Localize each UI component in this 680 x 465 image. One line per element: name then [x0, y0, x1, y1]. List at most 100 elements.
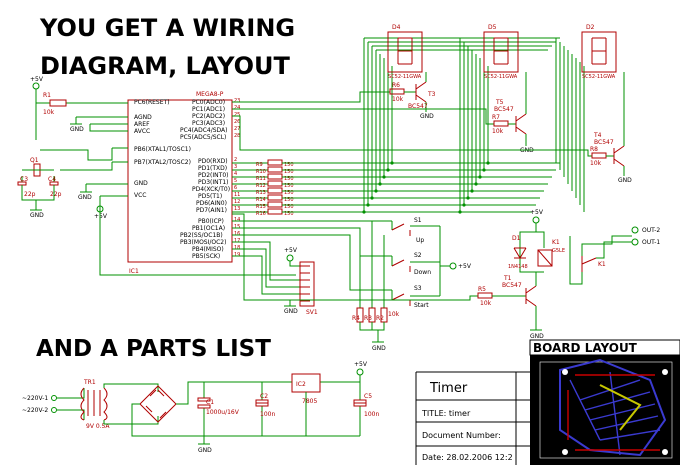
display-bus-dots	[362, 161, 490, 214]
seg-resistor-value: 150	[284, 169, 294, 175]
seg-resistor-ref: R15	[256, 204, 266, 210]
segment-resistors: R9 R10 R11 R12 R13 R14 R15 R16 150 150 1…	[232, 159, 560, 217]
ic1-pin-number: 25	[234, 112, 240, 118]
ic1-pin-label: PD0(RXD)	[198, 158, 228, 165]
board-layout-inset: BOARD LAYOUT	[529, 339, 680, 465]
seg-resistor-value: 150	[284, 162, 294, 168]
pulldown-ref: R4	[352, 315, 360, 322]
gnd-label: GND	[70, 126, 84, 133]
ic1-pin-label: PD2(INT0)	[198, 172, 228, 179]
t4-ref: T4	[593, 132, 602, 139]
c2-ref: C2	[260, 393, 268, 400]
quartz-ref: Q1	[30, 157, 39, 164]
digit-driver-t5: R7 10k T5 BC547 GND	[232, 72, 534, 154]
gnd-label: GND	[530, 333, 544, 340]
seg-resistor-value: 150	[284, 183, 294, 189]
display-d4: D4 SC52-11GWA	[387, 24, 423, 80]
ic1-pin-number: 12	[234, 199, 240, 205]
transformer-rating: 9V 0.5A	[86, 423, 110, 430]
board-layout-label: BOARD LAYOUT	[533, 341, 638, 355]
ic1-pin-label: PD1(TXD)	[198, 165, 227, 172]
supply-label: +5V	[354, 361, 368, 368]
t3-ref: T3	[427, 91, 436, 98]
resistor-r1	[49, 99, 67, 107]
switch-ref: S3	[414, 285, 422, 292]
ic1-ref: IC1	[129, 268, 139, 275]
c1-value: 1000u/16V	[206, 409, 240, 416]
seg-resistor-ref: R14	[256, 197, 266, 203]
ic1-pin-number: 17	[234, 238, 240, 244]
pulldown-resistors: R4 R3 R2 10k GND	[352, 221, 400, 352]
mains-label: ~220V-1	[22, 395, 48, 402]
ic1-pin-number: 18	[234, 245, 240, 251]
supply-label: +5V	[530, 209, 544, 216]
t3-part: BC547	[408, 103, 428, 110]
pulldown-ref: R3	[364, 315, 372, 322]
output-label: OUT-2	[642, 227, 660, 234]
ic1-pin-label: PB1(OC1A)	[192, 225, 225, 232]
display-part: SC52-11GWA	[388, 74, 422, 80]
ic1-pin-label: PD5(T1)	[198, 193, 222, 200]
title-block-title: TITLE: timer	[421, 409, 471, 418]
switch-ref: S2	[414, 252, 422, 259]
t5-ref: T5	[495, 99, 504, 106]
ic1-pin-number: 14	[234, 217, 240, 223]
ic1-pin-label: PD3(INT1)	[198, 179, 228, 186]
relay-contacts: K1 OUT-2 OUT-1	[569, 226, 660, 285]
digit-driver-t3: R6 10k T3 BC547 GND	[232, 72, 436, 120]
c4-value: 22p	[50, 191, 62, 198]
ic1-pin-label: PC4(ADC4/SDA)	[180, 127, 228, 134]
seg-resistor-ref: R13	[256, 190, 266, 196]
ic1-pin-label: VCC	[134, 192, 146, 199]
ic1-pin-number: 19	[234, 252, 240, 258]
display-part: SC52-11GWA	[582, 74, 616, 80]
seg-resistor-value: 150	[284, 211, 294, 217]
output-label: OUT-1	[642, 239, 660, 246]
ic1-pin-number: 3	[234, 164, 237, 170]
ic1-pin-number: 27	[234, 126, 240, 132]
ic1-pin-label: PD7(AIN1)	[196, 207, 227, 214]
headline-line-1: YOU GET A WIRING	[39, 14, 295, 42]
r5-ref: R5	[478, 286, 486, 293]
seg-resistor-value: 150	[284, 197, 294, 203]
ic1-pin-number: 28	[234, 133, 240, 139]
gnd-label: GND	[618, 177, 632, 184]
relay-driver: R5 10k T1 BC547 GND +5V D1 1N4148 K1 G5L…	[232, 209, 565, 340]
title-block-date: Date: 28.02.2006 12:2	[422, 453, 513, 462]
r7-ref: R7	[492, 114, 500, 121]
c4-ref: C4	[48, 176, 56, 183]
switch-label: Start	[414, 302, 429, 309]
ic1-pin-number: 6	[234, 185, 237, 191]
r6-value: 10k	[392, 96, 404, 103]
ic1-pin-number: 2	[234, 157, 237, 163]
headline-parts-list: AND A PARTS LIST	[36, 336, 271, 362]
ic1-pin-number: 24	[234, 105, 240, 111]
r1-value: 10k	[43, 109, 55, 116]
display-part: SC52-11GWA	[484, 74, 518, 80]
quartz-circuit: Q1 C3 C4 22p 22p GND GND +5V	[17, 147, 128, 220]
display-d2: D2 SC52-11GWA	[581, 24, 617, 80]
supply-label: +5V	[30, 76, 44, 83]
gnd-label: GND	[372, 345, 386, 352]
ic1-pin-label: PB4(MISO)	[192, 246, 224, 253]
title-block-document: Document Number:	[422, 431, 501, 440]
r8-ref: R8	[590, 146, 598, 153]
seg-resistor-ref: R10	[256, 169, 266, 175]
r8-value: 10k	[590, 160, 602, 167]
ic1-pin-label: PC0(ADC0)	[192, 99, 225, 106]
seg-resistor-value: 150	[284, 204, 294, 210]
supply-label: +5V	[94, 213, 108, 220]
seg-resistor-ref: R16	[256, 211, 266, 217]
ic1-pin-label: GND	[134, 180, 148, 187]
r1-ref: R1	[43, 92, 51, 99]
r7-value: 10k	[492, 128, 504, 135]
ic1-pin-number: 4	[234, 171, 237, 177]
c3-ref: C3	[20, 176, 28, 183]
pulldown-value: 10k	[388, 311, 400, 318]
gnd-label: GND	[284, 308, 298, 315]
gnd-label: GND	[78, 194, 92, 201]
gnd-label: GND	[198, 447, 212, 454]
display-bus	[363, 37, 585, 212]
r6-ref: R6	[392, 82, 400, 89]
switch-inputs: +5V S1 Up S2 Down S3 Start	[232, 217, 472, 309]
